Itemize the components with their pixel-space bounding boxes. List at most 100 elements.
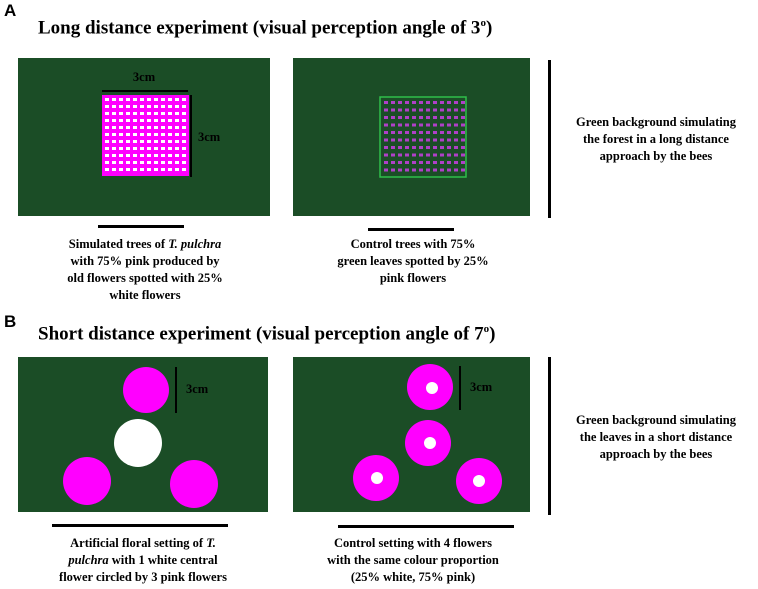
grid-dot xyxy=(384,153,388,157)
grid-dot xyxy=(384,101,388,104)
control-flower-bottom-right-center xyxy=(473,475,485,487)
grid-dot xyxy=(182,126,186,129)
grid-dot xyxy=(175,147,179,150)
panel-a-heading: Long distance experiment (visual percept… xyxy=(38,17,492,39)
grid-dot xyxy=(105,161,109,164)
panel-a-heading-degree: o xyxy=(480,17,486,29)
grid-dot xyxy=(419,101,423,104)
caption-line: (25% white, 75% pink) xyxy=(350,570,476,584)
panel-a-simulated-trees-board: 3cm 3cm xyxy=(18,58,270,216)
grid-dot xyxy=(140,168,144,171)
grid-dot xyxy=(405,131,409,134)
grid-dot xyxy=(419,108,423,112)
grid-dot xyxy=(412,101,416,104)
grid-dot xyxy=(405,108,409,112)
grid-dot xyxy=(112,98,116,101)
grid-dot xyxy=(440,138,444,142)
grid-dot xyxy=(391,146,395,149)
grid-dot xyxy=(168,105,172,108)
grid-dot xyxy=(412,168,416,172)
caption-species: pulchra xyxy=(68,553,109,567)
grid-dot xyxy=(112,133,116,136)
grid-dot xyxy=(161,147,165,150)
grid-dot xyxy=(126,133,130,136)
grid-dot xyxy=(398,168,402,172)
grid-dot xyxy=(440,161,444,164)
grid-dot xyxy=(133,105,137,108)
grid-dot xyxy=(105,119,109,122)
grid-dot xyxy=(398,153,402,157)
grid-dot xyxy=(461,168,465,172)
dimension-label: 3cm xyxy=(186,382,209,396)
grid-dot xyxy=(140,147,144,150)
panel-a-right-scale-bar xyxy=(368,228,454,231)
grid-dot xyxy=(433,168,437,172)
grid-dot xyxy=(398,138,402,142)
grid-dot xyxy=(133,119,137,122)
grid-dot xyxy=(405,116,409,119)
grid-dot xyxy=(154,147,158,150)
panel-b-heading-degree: o xyxy=(483,323,490,335)
grid-dot xyxy=(119,105,123,108)
grid-dot xyxy=(182,147,186,150)
grid-dot xyxy=(112,126,116,129)
grid-dot xyxy=(133,140,137,143)
grid-dot xyxy=(405,146,409,149)
grid-dot xyxy=(384,131,388,134)
caption-text: Simulated trees of xyxy=(68,237,169,251)
grid-dot xyxy=(182,161,186,164)
grid-dot xyxy=(461,123,465,127)
grid-dot xyxy=(454,153,458,157)
grid-dot xyxy=(126,154,130,157)
grid-dot xyxy=(112,112,116,115)
panel-b-left-scale-bar xyxy=(52,524,228,527)
grid-dot xyxy=(105,168,109,171)
grid-dot xyxy=(161,105,165,108)
grid-dot xyxy=(447,146,451,149)
caption-species: T. xyxy=(206,536,216,550)
caption-line: with 75% pink produced by xyxy=(70,254,220,268)
caption-species: T. pulchra xyxy=(168,237,222,251)
grid-dot xyxy=(105,112,109,115)
grid-dot xyxy=(168,133,172,136)
control-flower-top-center xyxy=(426,382,438,394)
grid-dot xyxy=(154,133,158,136)
grid-dot xyxy=(433,161,437,164)
grid-dot xyxy=(426,146,430,149)
white-flower-dots xyxy=(105,98,186,171)
grid-dot xyxy=(140,112,144,115)
side-note-line: Green background simulating xyxy=(576,115,736,129)
caption-line: pulchra with 1 white central xyxy=(18,552,268,569)
grid-dot xyxy=(447,116,451,119)
grid-dot xyxy=(440,146,444,149)
grid-dot xyxy=(384,146,388,149)
panel-b-heading-close: ) xyxy=(489,323,496,345)
grid-dot xyxy=(168,112,172,115)
grid-dot xyxy=(154,126,158,129)
grid-dot xyxy=(426,153,430,157)
grid-dot xyxy=(182,154,186,157)
grid-dot xyxy=(447,131,451,134)
grid-dot xyxy=(405,138,409,142)
grid-dot xyxy=(398,116,402,119)
grid-dot xyxy=(154,112,158,115)
caption-line: pink flowers xyxy=(379,271,447,285)
grid-dot xyxy=(405,161,409,164)
panel-a-heading-close: ) xyxy=(485,17,493,39)
grid-dot xyxy=(161,112,165,115)
height-dimension-label: 3cm xyxy=(198,130,221,144)
grid-dot xyxy=(126,140,130,143)
grid-dot xyxy=(168,161,172,164)
grid-dot xyxy=(384,138,388,142)
grid-dot xyxy=(461,146,465,149)
grid-dot xyxy=(161,154,165,157)
grid-dot xyxy=(112,168,116,171)
grid-dot xyxy=(454,146,458,149)
grid-dot xyxy=(461,131,465,134)
grid-dot xyxy=(398,101,402,104)
grid-dot xyxy=(182,119,186,122)
grid-dot xyxy=(126,168,130,171)
grid-dot xyxy=(168,140,172,143)
caption-line: Artificial floral setting of T. xyxy=(18,535,268,552)
grid-dot xyxy=(426,138,430,142)
